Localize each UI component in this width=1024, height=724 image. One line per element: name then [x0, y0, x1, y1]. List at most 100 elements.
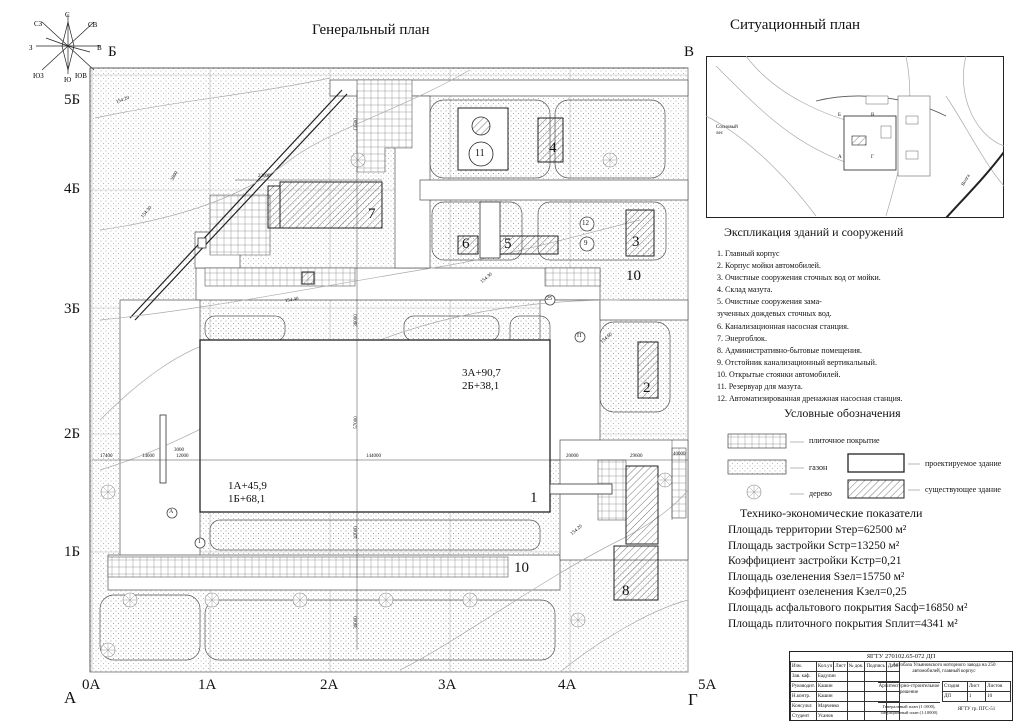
compass-sw: ЮЗ [33, 72, 44, 80]
explication-item: зученных дождевых сточных вод. [717, 309, 832, 319]
stamp-col-h: Лист [833, 661, 848, 672]
general-plan-title: Генеральный план [312, 22, 430, 38]
grid-row-2b: 2Б [64, 426, 81, 442]
stamp-signatures: Изм. Кол.уч Лист № док. Подпись Дата Зав… [790, 661, 900, 720]
tep-item: Площадь асфальтового покрытия Sасф=16850… [728, 601, 968, 614]
stamp-person: Усанов [815, 711, 848, 720]
stamp-sheet-title: Генеральный план (1:1000), ситуационный … [878, 702, 940, 715]
explication-item: 10. Открытые стоянки автомобилей. [717, 369, 841, 379]
dim-29600: 29600 [630, 454, 643, 459]
marker-1: 1 [198, 539, 201, 545]
situation-a-label: А [838, 155, 842, 160]
grid-col-1a: 1А [198, 677, 217, 693]
building-7-outline [279, 181, 383, 229]
stamp-role: Руководит. [790, 681, 817, 692]
dim-3000: 3000 [174, 448, 184, 453]
marker-25: 25 [546, 296, 552, 302]
grid-col-5a: 5А [698, 677, 717, 693]
compass-e: В [97, 44, 102, 52]
situation-forest-label: Сосновый лес [716, 125, 738, 136]
explication-item: 11. Резервуар для мазута. [717, 382, 803, 392]
situation-plan-drawing [706, 56, 1004, 218]
explication-title: Экспликация зданий и сооружений [724, 225, 904, 239]
stamp-col-h: Изм. [790, 661, 817, 672]
stamp-section: Архитектурно-строительное решение [878, 682, 940, 695]
situation-plan-title: Ситуационный план [730, 17, 861, 33]
building-8-outline [613, 545, 659, 601]
tep-title: Технико-экономические показатели [740, 506, 923, 520]
stamp-role: Студент [790, 711, 817, 720]
marker-a: А [169, 509, 174, 515]
stamp-stage-h: Стадия [942, 681, 968, 692]
building-9-number: 9 [584, 239, 588, 247]
stamp-stage: ДП [942, 691, 968, 702]
tep-list: Площадь территории Sтер=62500 м² Площадь… [728, 523, 1018, 632]
stamp-sheets: 10 [985, 691, 1011, 702]
explication-item: 1. Главный корпус [717, 249, 780, 258]
stamp-org: ЯГТУ гр. ПГС-51 [957, 707, 996, 712]
stamp-role: Консульт. [790, 701, 817, 712]
explication-list: 1. Главный корпус 2. Корпус мойки автомо… [717, 248, 1007, 405]
parking-10-north-number: 10 [626, 268, 641, 284]
building-4-number: 4 [549, 140, 557, 156]
compass-w: З [29, 44, 33, 52]
legend-lawn-label: газон [809, 463, 828, 472]
stamp-col-h: № док. [846, 661, 866, 672]
dim-17400: 17400 [100, 454, 113, 459]
building-11-number: 11 [475, 148, 485, 159]
building-3a-elevations: 3А+90,7 2Б+38,1 [462, 367, 501, 392]
tep-item: Коэффициент застройки Kстр=0,21 [728, 555, 902, 568]
dim-57000: 57000 [353, 416, 359, 429]
building-6-outline [457, 235, 479, 255]
explication-item: 8. Административно-бытовые помещения. [717, 345, 862, 355]
stamp-person: Марченко [815, 701, 848, 712]
legend-tree-label: дерево [809, 489, 832, 498]
dim-40000: 40000 [673, 452, 686, 457]
tep-item: Площадь плиточного покрытия Sплит=4341 м… [728, 617, 958, 630]
title-block: ЯГТУ 270102.65-072 ДП Изм. Кол.уч Лист №… [789, 651, 1013, 721]
building-2-outline [637, 341, 659, 399]
grid-corner-g: Г [688, 690, 698, 709]
stamp-person: Бадулин [815, 671, 848, 682]
legend-tile-label: плиточное покрытие [809, 436, 880, 445]
grid-corner-a: А [64, 688, 77, 707]
stamp-sheets-h: Листов [985, 681, 1011, 692]
grid-row-4b: 4Б [64, 181, 81, 197]
dim-39000: 39000 [353, 616, 359, 629]
situation-g-label: Г [871, 155, 874, 160]
building-8-number: 8 [622, 583, 630, 599]
dim-20000: 20000 [566, 454, 579, 459]
stamp-code: ЯГТУ 270102.65-072 ДП [790, 652, 1012, 662]
compass-rose: С СВ В ЮВ Ю ЮЗ З СЗ [29, 11, 102, 82]
explication-item: 4. Склад мазута. [717, 285, 773, 295]
grid-row-3b: 3Б [64, 301, 81, 317]
explication-item: 12. Автоматизированная дренажная насосна… [717, 394, 903, 404]
dim-14600: 14600 [142, 454, 155, 459]
stamp-sheet-info: Стадия Лист Листов ДП 1 10 [942, 681, 1011, 702]
legend-symbols [727, 433, 920, 500]
marker-p: П [577, 333, 582, 339]
parking-10-south-number: 10 [514, 560, 529, 576]
dim-12000: 12000 [176, 454, 189, 459]
stamp-person: Кашин [815, 691, 848, 702]
grid-col-3a: 3А [438, 677, 457, 693]
building-3-outline [625, 209, 655, 257]
explication-item: 6. Канализационная насосная станция. [717, 321, 849, 331]
situation-v-label: В [871, 113, 875, 118]
building-8a-outline [625, 465, 659, 545]
building-7-number: 7 [368, 206, 376, 222]
dim-42000: 42000 [353, 526, 359, 539]
building-3-number: 3 [632, 234, 640, 250]
compass-nw: СЗ [34, 20, 43, 28]
building-2-number: 2 [643, 380, 651, 396]
grid-col-0a: 0А [82, 677, 101, 693]
tep-item: Площадь озеленения Sзел=15750 м² [728, 570, 905, 583]
situation-b-label: Б [838, 113, 841, 118]
dim-36000: 36000 [353, 314, 359, 327]
grid-corner-v: В [684, 44, 695, 60]
stamp-col-h: Кол.уч [815, 661, 835, 672]
stamp-sheet: 1 [966, 691, 987, 702]
explication-item: 9. Отстойник канализационный вертикальны… [717, 357, 877, 367]
legend-designed-label: проектируемое здание [925, 459, 1002, 468]
